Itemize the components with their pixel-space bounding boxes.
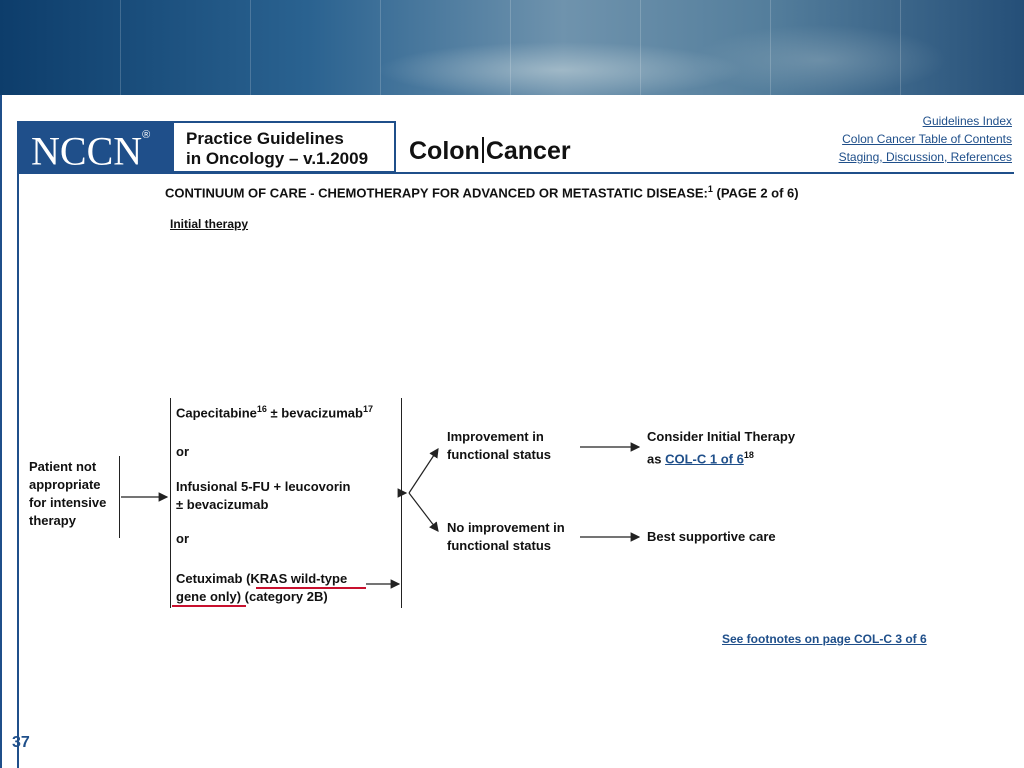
or-label-2: or [176,531,189,546]
consider-initial-therapy-node: Consider Initial Therapy as COL-C 1 of 6… [647,429,796,467]
see-footnotes-link[interactable]: See footnotes on page COL-C 3 of 6 [722,632,927,646]
col-c-1-link[interactable]: COL-C 1 of 6 [665,451,744,467]
branch-down [408,492,439,532]
header-rule [19,172,1014,174]
header-banner [0,0,1024,95]
frame-left [17,121,19,768]
toc-link[interactable]: Colon Cancer Table of Contents [842,132,1012,146]
or-label-1: or [176,444,189,459]
top-links: Guidelines Index Colon Cancer Table of C… [839,112,1012,166]
kras-underline-1 [256,587,366,589]
kras-underline-2 [172,605,246,607]
branch-up [408,447,439,494]
options-bracket-right [401,398,402,608]
page-number: 37 [12,734,30,751]
option-cetuximab: Cetuximab (KRAS wild-type gene only) (ca… [176,571,348,604]
frame-left-outer [0,95,2,768]
initial-therapy-heading: Initial therapy [170,217,249,231]
section-title: CONTINUUM OF CARE - CHEMOTHERAPY FOR ADV… [165,184,799,201]
best-supportive-care-node: Best supportive care [647,529,776,544]
patient-bracket [119,456,120,538]
nccn-logo: NCCN® [19,121,172,173]
guidelines-index-link[interactable]: Guidelines Index [922,114,1012,128]
staging-link[interactable]: Staging, Discussion, References [838,150,1012,164]
options-bracket-left [170,398,171,608]
option-infusional-5fu: Infusional 5-FU + leucovorin± bevacizuma… [176,479,351,512]
option-capecitabine: Capecitabine16 ± bevacizumab17 [176,404,373,421]
